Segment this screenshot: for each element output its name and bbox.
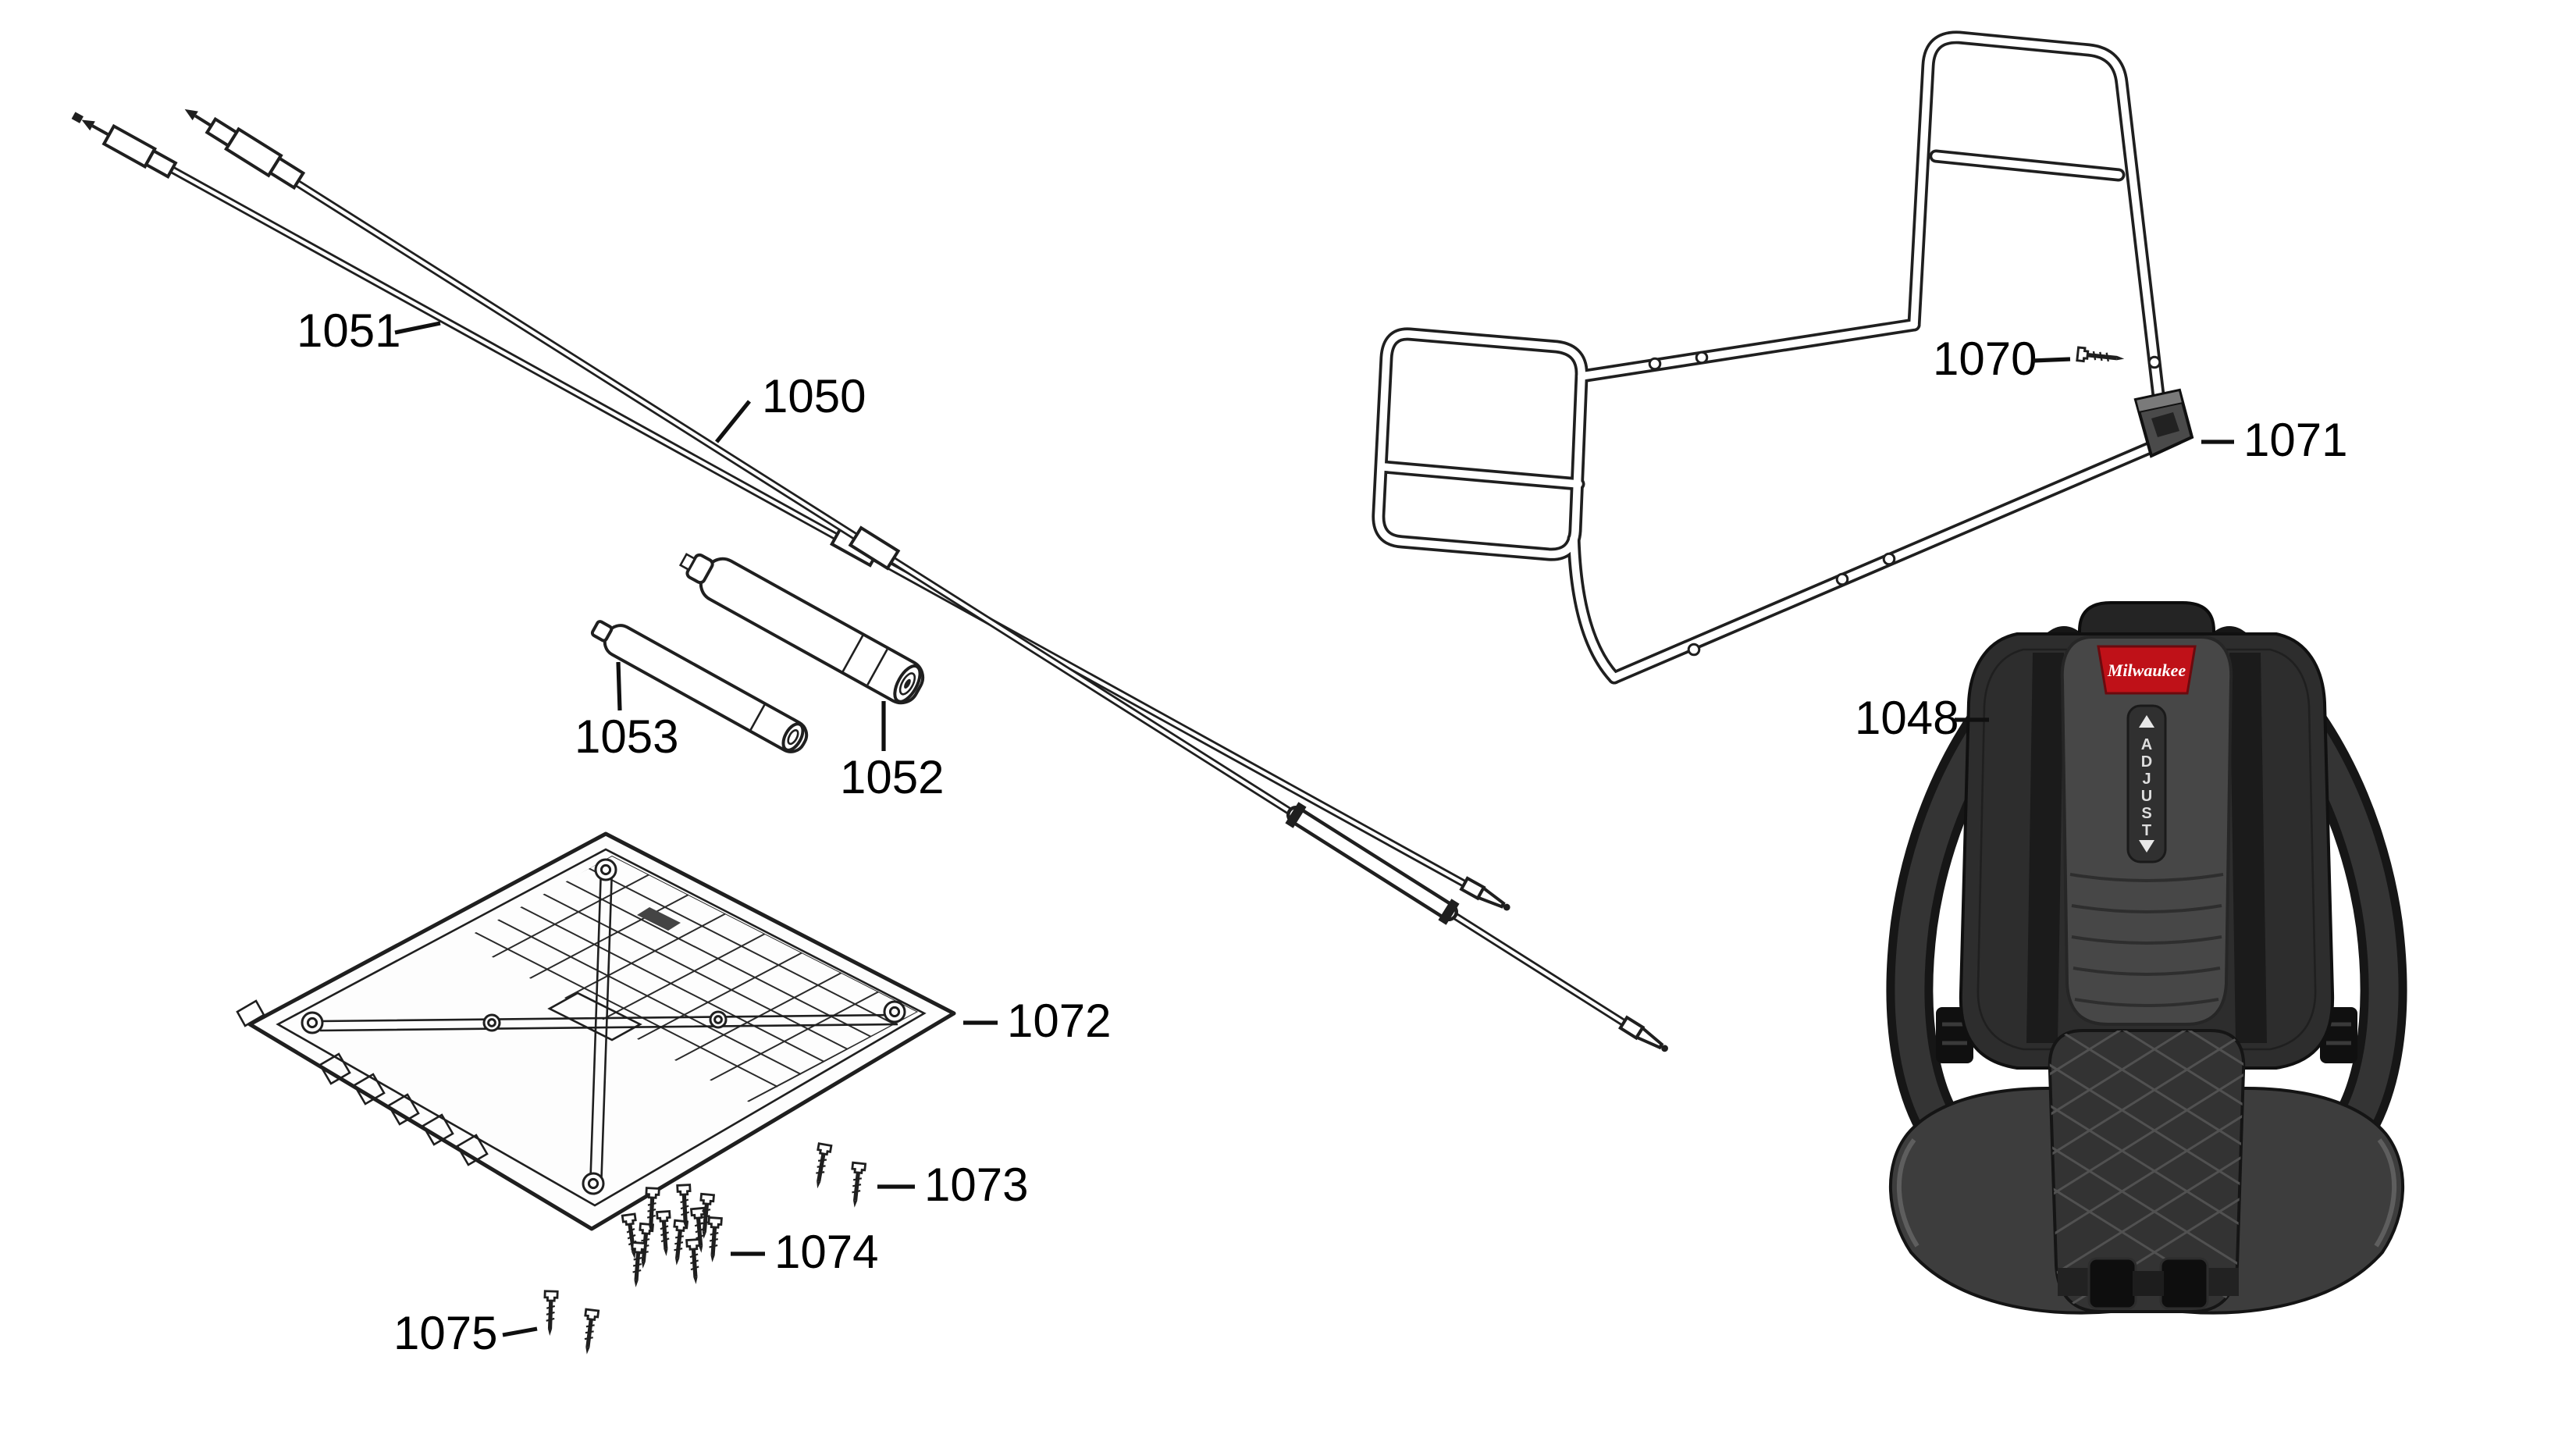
frame-tubes-inner — [1375, 34, 2168, 682]
plate-logo-patch — [637, 907, 681, 931]
part-label-1053: 1053 — [575, 710, 678, 763]
brand-logo-text: Milwaukee — [2107, 660, 2186, 680]
part-label-1051: 1051 — [297, 304, 400, 357]
part-label-1075: 1075 — [393, 1307, 497, 1359]
screws-1075 — [543, 1291, 598, 1355]
label-1075: 1075 — [393, 1307, 538, 1359]
bracket-1071 — [2133, 388, 2194, 458]
wand-joint-collar — [848, 525, 901, 571]
screw-icon — [581, 1309, 599, 1355]
plate-label-recess — [547, 992, 642, 1041]
adjust-strip — [2126, 704, 2167, 863]
part-label-1070: 1070 — [1933, 333, 2037, 385]
screws-1073 — [811, 1144, 865, 1209]
wand-valve-fitting — [184, 109, 306, 190]
adjust-arrow-down-icon — [2139, 840, 2154, 853]
plate-clips — [318, 1052, 489, 1166]
leader-1051 — [394, 321, 441, 335]
screw-icon — [706, 1217, 721, 1262]
label-1071: 1071 — [2201, 414, 2347, 466]
label-1048: 1048 — [1855, 692, 1989, 744]
extension-tube-1053 — [590, 620, 809, 753]
part-label-1052: 1052 — [840, 751, 944, 803]
leader-1053 — [616, 661, 622, 711]
plate-bosses — [301, 858, 906, 1195]
screw-icon — [657, 1211, 673, 1256]
screw-icon — [671, 1220, 688, 1266]
part-label-1050: 1050 — [762, 370, 866, 422]
screw-icon — [687, 1239, 703, 1284]
extension-tube-1052 — [678, 553, 925, 705]
part-label-1072: 1072 — [1007, 995, 1111, 1047]
frame-mounting-holes — [1648, 351, 2161, 657]
screw-icon — [811, 1144, 831, 1190]
label-1051: 1051 — [297, 304, 441, 357]
spray-wand-1051 — [71, 112, 1510, 911]
wand-grip — [1285, 802, 1460, 925]
tube-frame — [1372, 30, 2171, 685]
part-labels: 1051 1050 1053 1052 1070 1071 1048 1072 — [297, 304, 2347, 1359]
part-label-1073: 1073 — [924, 1159, 1028, 1211]
plate-cross-braces — [319, 867, 898, 1191]
panel-strap-left — [2026, 653, 2064, 1043]
belt-buckles — [2058, 1257, 2239, 1310]
carry-handle — [2078, 601, 2215, 642]
leader-1075 — [502, 1326, 538, 1337]
wand-valve-fitting — [71, 112, 178, 179]
label-1072: 1072 — [963, 995, 1111, 1047]
screw-1070 — [2077, 347, 2125, 365]
screw-icon — [849, 1162, 866, 1208]
label-1070: 1070 — [1933, 333, 2071, 385]
wand-tip — [1459, 876, 1510, 911]
part-label-1071: 1071 — [2243, 414, 2347, 466]
leader-1070 — [2032, 357, 2071, 363]
lumbar-pad — [2048, 1029, 2246, 1313]
leader-1050 — [714, 400, 752, 443]
label-1074: 1074 — [731, 1226, 878, 1278]
label-1073: 1073 — [877, 1159, 1028, 1211]
panel-strap-right — [2229, 653, 2267, 1043]
brand-patch — [2097, 645, 2197, 695]
spray-wand-1050 — [184, 109, 1668, 1052]
label-1052: 1052 — [840, 701, 944, 803]
wand-tip — [1618, 1015, 1668, 1052]
screw-icon — [543, 1291, 557, 1337]
base-plate-1072 — [236, 831, 956, 1231]
part-label-1048: 1048 — [1855, 692, 1959, 744]
frame-tubes-outer — [1372, 30, 2171, 685]
adjust-arrow-up-icon — [2139, 715, 2154, 728]
label-1053: 1053 — [575, 661, 678, 763]
label-1050: 1050 — [714, 370, 866, 443]
screw-icon — [2077, 347, 2125, 365]
part-label-1074: 1074 — [774, 1226, 878, 1278]
